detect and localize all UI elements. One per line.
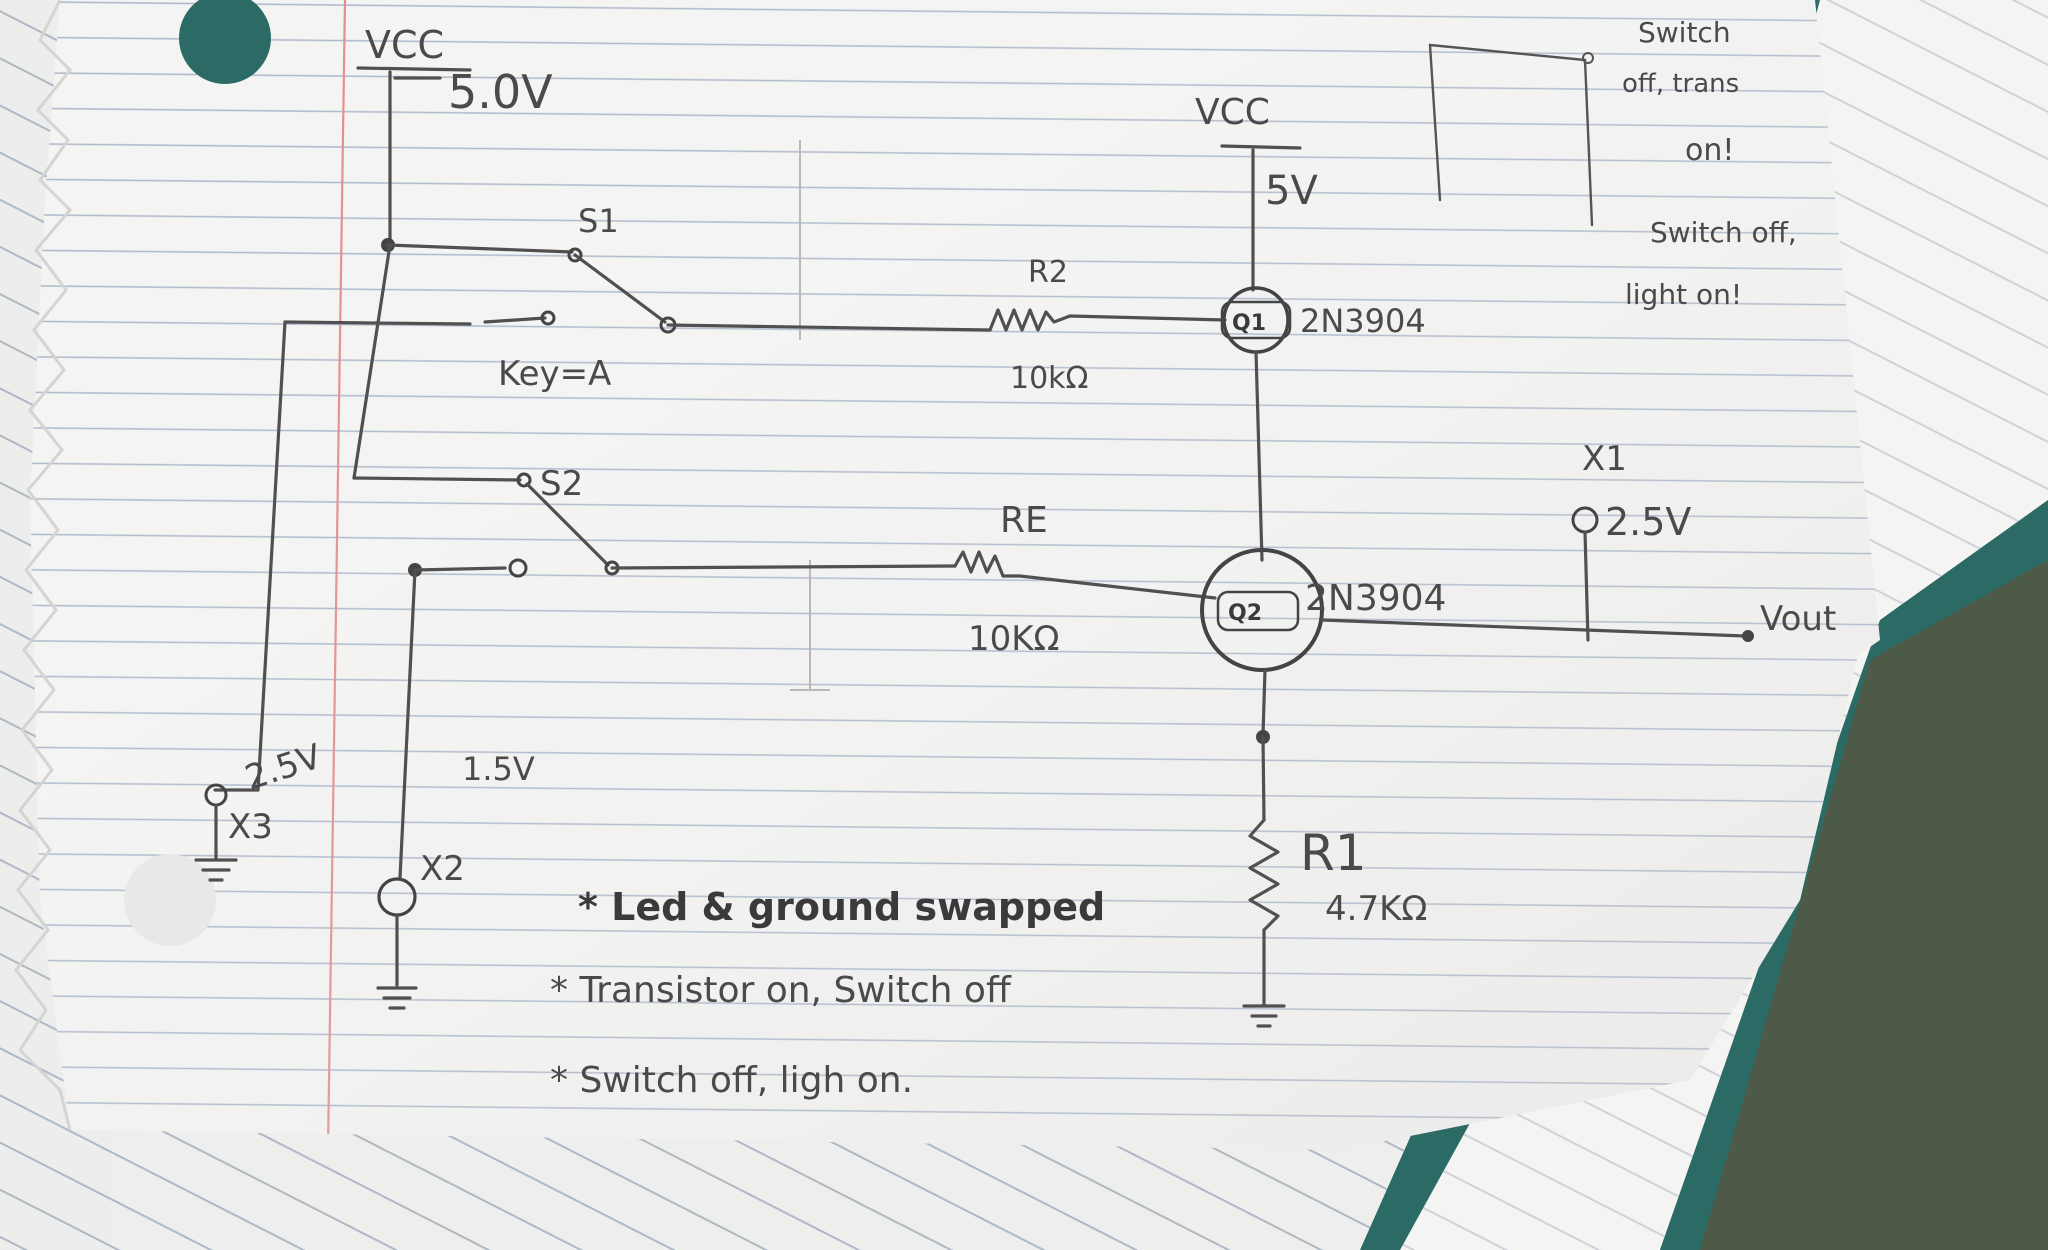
r2-branch: R2 10kΩ <box>666 255 1227 396</box>
side-note-2: off, trans <box>1622 69 1739 99</box>
vcc-left-label: VCC <box>365 23 444 67</box>
erased-marks <box>790 140 830 691</box>
side-note-3: on! <box>1685 133 1734 168</box>
re-branch: RE 10KΩ <box>610 500 1217 659</box>
q2-part: 2N3904 <box>1305 578 1446 619</box>
side-note-1: Switch <box>1638 16 1731 49</box>
r1-value: 4.7KΩ <box>1325 889 1427 929</box>
vcc-right-value: 5V <box>1265 168 1318 214</box>
bottom-notes: * Led & ground swapped * Transistor on, … <box>550 885 1105 1101</box>
r1-label: R1 <box>1300 824 1367 882</box>
x1-value: 2.5V <box>1605 500 1691 544</box>
vcc-left-supply: VCC 5.0V <box>356 23 553 247</box>
vcc-right-label: VCC <box>1195 92 1270 133</box>
vcc-right-supply: VCC 5V <box>1195 92 1318 292</box>
x1-label: X1 <box>1582 439 1627 479</box>
q2-label: Q2 <box>1228 601 1262 626</box>
q2-transistor: Q2 2N3904 <box>1200 548 1747 744</box>
re-value: 10KΩ <box>968 619 1060 659</box>
note-2: * Transistor on, Switch off <box>550 970 1012 1011</box>
note-3: * Switch off, ligh on. <box>550 1060 913 1101</box>
note-1: * Led & ground swapped <box>578 885 1105 929</box>
r2-value: 10kΩ <box>1010 361 1088 396</box>
side-notes: Switch off, trans on! Switch off, light … <box>1622 16 1797 311</box>
x2-label: X2 <box>420 849 465 889</box>
sketch-box <box>1428 43 1594 227</box>
switch-s1: S1 Key=A <box>283 202 677 394</box>
binder-hole-top <box>179 0 271 84</box>
s1-label: S1 <box>578 202 619 240</box>
vcc-left-value: 5.0V <box>448 65 553 119</box>
q1-label: Q1 <box>1232 311 1266 336</box>
s2-label: S2 <box>540 464 583 504</box>
re-label: RE <box>1000 500 1048 541</box>
x2-value: 1.5V <box>462 750 535 788</box>
side-note-4: Switch off, <box>1650 216 1797 249</box>
x3-label: X3 <box>228 807 273 847</box>
x1-probe: X1 2.5V <box>1571 439 1691 642</box>
r2-label: R2 <box>1028 255 1068 290</box>
side-note-5: light on! <box>1625 278 1742 311</box>
s2-feed <box>352 243 522 482</box>
vout-label: Vout <box>1760 599 1836 639</box>
switch-s2: S2 <box>408 464 620 578</box>
q1-transistor: Q1 2N3904 <box>1220 286 1426 562</box>
r1-branch: R1 4.7KΩ <box>1242 735 1427 1028</box>
vout-terminal: Vout <box>1742 599 1836 642</box>
binder-hole-bottom <box>124 854 216 946</box>
key-label: Key=A <box>498 354 611 394</box>
x2-probe: 1.5V X2 <box>376 568 535 1010</box>
q1-part: 2N3904 <box>1300 302 1426 340</box>
